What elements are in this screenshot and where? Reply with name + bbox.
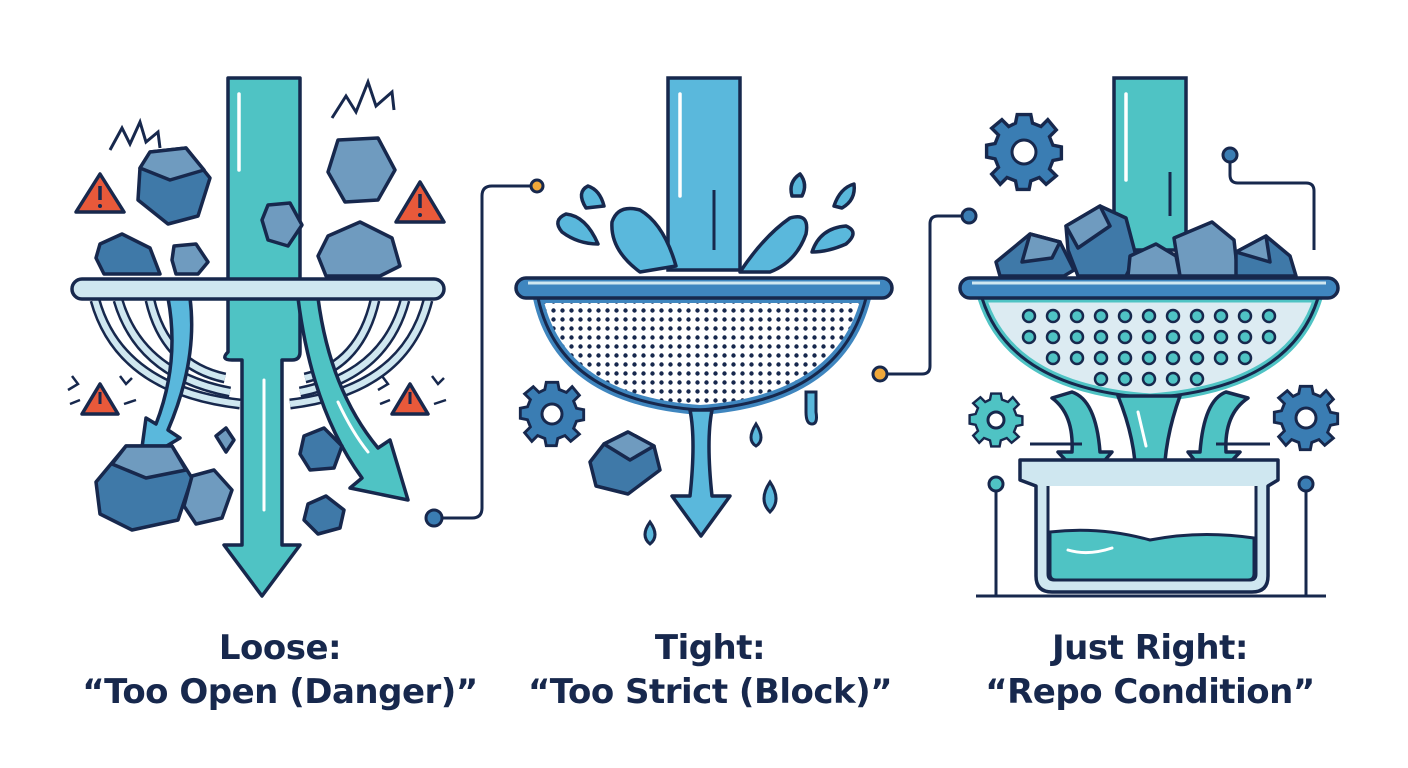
leak-arrow-right xyxy=(296,296,410,502)
rocks-fallen xyxy=(94,426,346,536)
warning-icon xyxy=(394,180,446,224)
water-stream-arrow xyxy=(222,76,302,598)
strainer-rim xyxy=(70,277,446,301)
warning-icon xyxy=(67,375,137,416)
water-drops xyxy=(643,390,818,546)
caption-subtitle: “Repo Condition” xyxy=(985,672,1315,712)
warning-icon xyxy=(377,375,447,416)
connector-tight-to-right xyxy=(882,214,966,376)
strainer-rim xyxy=(958,276,1340,300)
gear-icon xyxy=(1272,384,1340,452)
impact-burst-icon xyxy=(330,77,396,119)
caption-tight: Tight: “Too Strict (Block)” xyxy=(490,626,930,714)
caption-loose: Loose: “Too Open (Danger)” xyxy=(60,626,500,714)
caption-title: Tight: xyxy=(654,628,766,668)
warning-icon xyxy=(74,172,126,214)
strainer-holes xyxy=(1021,308,1277,387)
connector-dot xyxy=(424,508,444,528)
drip-arrow xyxy=(670,408,732,538)
leak-arrow-left xyxy=(138,296,194,464)
collection-basin xyxy=(1018,458,1280,594)
connector-dot xyxy=(960,207,978,225)
connector-dot xyxy=(871,365,889,383)
caption-just-right: Just Right: “Repo Condition” xyxy=(930,626,1370,714)
impact-burst-icon xyxy=(108,117,162,151)
panel-loose xyxy=(67,76,447,598)
pin-markers xyxy=(987,475,1315,596)
rock-blocked xyxy=(588,430,662,496)
rocks-retained xyxy=(994,204,1298,278)
connector-dot xyxy=(1221,146,1239,164)
connector-dot xyxy=(529,178,545,194)
connector-loose-to-tight xyxy=(434,184,534,520)
caption-subtitle: “Too Open (Danger)” xyxy=(82,672,478,712)
caption-title: Just Right: xyxy=(1052,628,1248,668)
rocks-passing xyxy=(94,136,402,278)
water-splash xyxy=(556,172,856,274)
caption-subtitle: “Too Strict (Block)” xyxy=(527,672,893,712)
gear-icon xyxy=(518,380,586,448)
gear-icon xyxy=(984,112,1064,192)
panel-tight xyxy=(514,76,894,546)
panel-just-right xyxy=(958,76,1340,598)
caption-title: Loose: xyxy=(218,628,342,668)
gear-icon xyxy=(968,392,1024,448)
connector-right-top xyxy=(1228,155,1316,250)
strainer-rim xyxy=(514,276,894,300)
